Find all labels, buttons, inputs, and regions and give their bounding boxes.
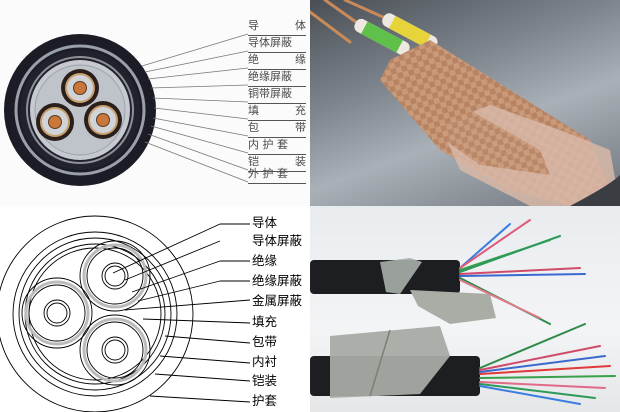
label-conductor-shield: 导体屏蔽 xyxy=(252,233,303,248)
label-insulation: 绝缘 xyxy=(252,253,278,268)
line-cross-section-panel: 导体 导体屏蔽 绝缘 绝缘屏蔽 金属屏蔽 填充 包带 内衬 铠装 护套 xyxy=(0,206,310,412)
label-insulation-shield: 绝缘屏蔽 xyxy=(252,273,303,288)
label-wrapping-tape: 包带 xyxy=(252,334,278,349)
label-outer-sheath: 外 护 套 xyxy=(248,166,306,184)
label-filler: 填充 xyxy=(248,103,306,121)
braided-cable-photo xyxy=(310,0,620,206)
label-insulation: 绝缘 xyxy=(248,52,306,70)
label-conductor: 导体 xyxy=(248,18,306,36)
color-cross-section-diagram xyxy=(4,33,249,186)
label-wrapping-tape: 包带 xyxy=(248,120,306,138)
core-top xyxy=(61,69,99,107)
label-copper-tape-shield: 铜带屏蔽 xyxy=(248,86,306,104)
core-right xyxy=(84,101,122,139)
braided-cable-illustration xyxy=(310,0,620,206)
label-metal-shield: 金属屏蔽 xyxy=(252,293,303,308)
label-insulation-shield: 绝缘屏蔽 xyxy=(248,69,306,87)
core-left xyxy=(36,103,74,141)
armored-cable-illustration xyxy=(310,219,616,405)
label-filler: 填充 xyxy=(252,314,278,329)
label-armour: 铠装 xyxy=(252,373,278,388)
line-cross-section-diagram xyxy=(0,215,251,412)
label-armour: 铠装 xyxy=(248,154,306,172)
color-cross-section-panel: 导体 导体屏蔽 绝缘 绝缘屏蔽 铜带屏蔽 填充 包带 内 护 套 铠装 外 护 … xyxy=(0,0,310,206)
armored-control-cable-photo xyxy=(310,206,620,412)
label-conductor-shield: 导体屏蔽 xyxy=(248,35,306,53)
label-inner-sheath: 内 护 套 xyxy=(248,137,306,155)
label-conductor: 导体 xyxy=(252,215,278,230)
label-sheath: 护套 xyxy=(252,393,278,408)
label-inner-lining: 内衬 xyxy=(252,354,278,369)
